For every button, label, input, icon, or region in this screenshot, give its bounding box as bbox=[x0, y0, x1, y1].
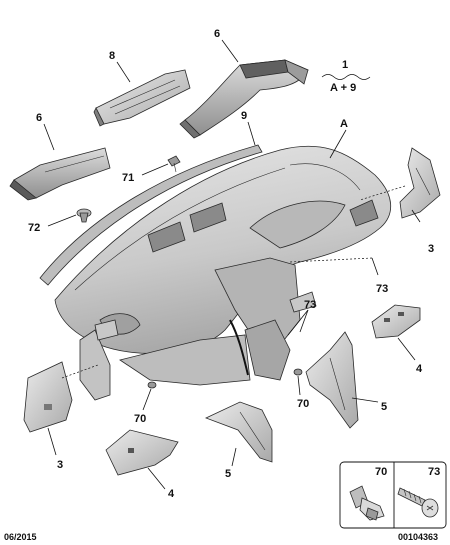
brace-symbol bbox=[321, 74, 371, 80]
legend-label-73: 73 bbox=[428, 466, 440, 478]
fastener-legend: 70 73 bbox=[339, 461, 447, 529]
cover-part-5-bottom bbox=[204, 401, 273, 463]
bracket-part-4-right bbox=[371, 304, 421, 339]
callout-70-mid: 70 bbox=[297, 398, 309, 410]
windscreen-trim-part-9 bbox=[39, 144, 263, 286]
callout-70-left: 70 bbox=[134, 413, 146, 425]
side-panel-part-3-right bbox=[399, 147, 441, 219]
callout-3-right: 3 bbox=[428, 243, 434, 255]
callout-6-left: 6 bbox=[36, 112, 42, 124]
callout-4-right: 4 bbox=[416, 363, 423, 375]
air-duct-part-6-top bbox=[179, 59, 309, 139]
clip-part-72 bbox=[76, 208, 92, 223]
screw-70-icon bbox=[349, 485, 385, 521]
callout-73-mid: 73 bbox=[304, 299, 316, 311]
cover-part-5-right bbox=[305, 331, 359, 429]
leader-lines bbox=[43, 39, 421, 490]
bracket-part-4-bottom bbox=[105, 429, 179, 476]
callout-73-right: 73 bbox=[376, 283, 388, 295]
callout-4-bottom: 4 bbox=[168, 488, 175, 500]
screw-part-70-left bbox=[147, 381, 157, 389]
callout-5-right: 5 bbox=[381, 401, 387, 413]
air-duct-part-6-left bbox=[9, 147, 111, 201]
callout-labels: 1 A + 9 6 8 6 9 A 71 72 3 73 73 4 70 70 … bbox=[28, 28, 434, 500]
callout-5-bottom: 5 bbox=[225, 468, 231, 480]
callout-9: 9 bbox=[241, 110, 247, 122]
callout-71: 71 bbox=[122, 172, 134, 184]
callout-6-top: 6 bbox=[214, 28, 220, 40]
legend-label-70: 70 bbox=[375, 466, 387, 478]
dashboard-assembly bbox=[54, 145, 392, 401]
callout-1-formula: A + 9 bbox=[330, 82, 356, 94]
callout-1: 1 bbox=[342, 59, 348, 71]
callout-8: 8 bbox=[109, 50, 115, 62]
footer-date: 06/2015 bbox=[4, 532, 37, 542]
screw-part-71 bbox=[167, 155, 181, 173]
side-panel-part-3-left bbox=[23, 361, 73, 433]
screw-73-icon bbox=[397, 487, 439, 518]
screw-part-70-mid bbox=[293, 368, 303, 376]
callout-3-left: 3 bbox=[57, 459, 63, 471]
footer-ref: 00104363 bbox=[398, 532, 438, 542]
air-vent-part-8 bbox=[93, 69, 191, 127]
callout-72: 72 bbox=[28, 222, 40, 234]
callout-A: A bbox=[340, 118, 348, 130]
